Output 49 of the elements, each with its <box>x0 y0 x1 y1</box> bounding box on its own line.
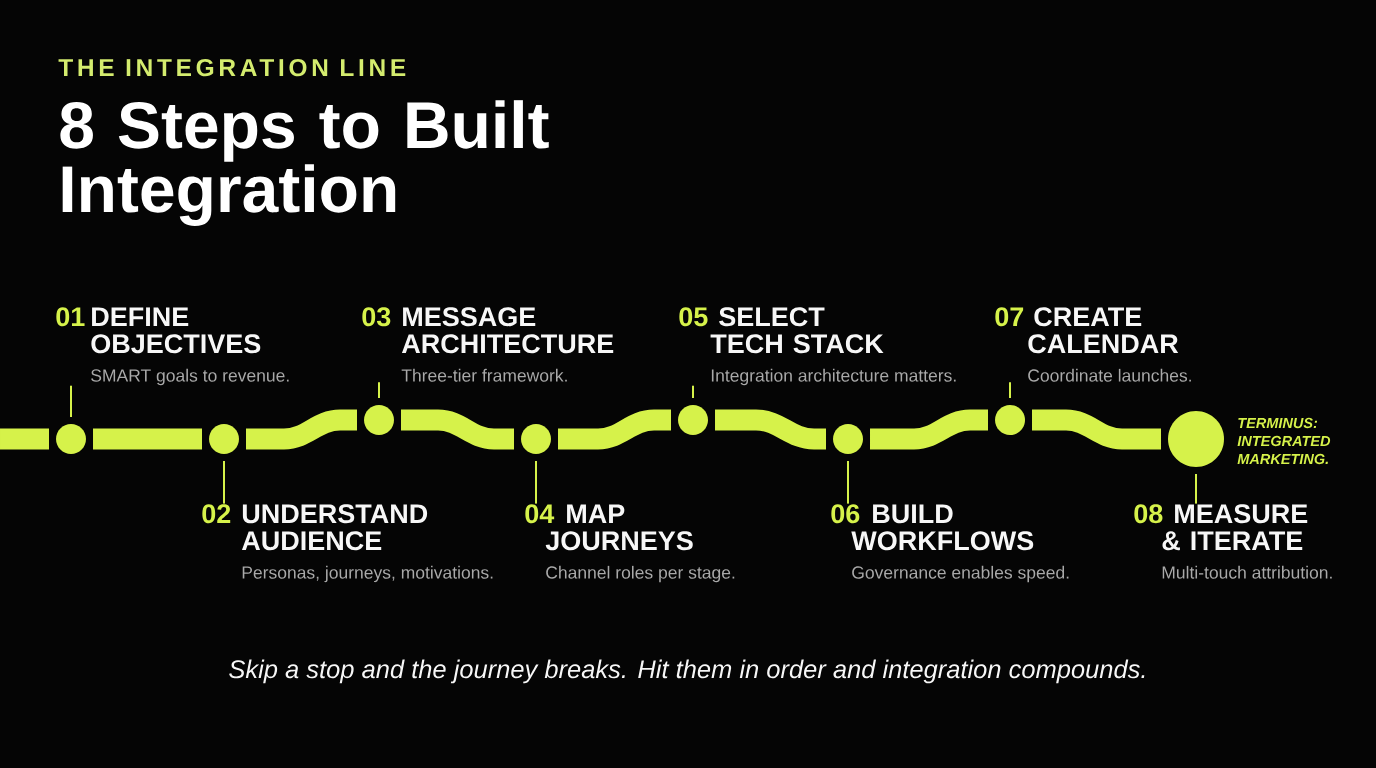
leader-line <box>1195 473 1197 505</box>
track-line <box>715 409 826 450</box>
step-title: DEFINE OBJECTIVES <box>91 307 261 354</box>
station-dot <box>678 405 708 435</box>
step-title: UNDERSTAND AUDIENCE <box>241 504 428 551</box>
step-number: 01 <box>56 307 85 327</box>
leader-line <box>1009 381 1011 399</box>
leader-line <box>535 460 537 505</box>
track-line <box>1032 409 1161 450</box>
step-number: 03 <box>362 307 391 327</box>
step-title: MEASURE & ITERATE <box>1162 504 1308 551</box>
step-description: Three-tier framework. <box>401 368 567 382</box>
station-dot <box>56 424 86 454</box>
step-description: Governance enables speed. <box>852 565 1069 583</box>
station-dot <box>364 405 394 435</box>
step-description: Personas, journeys, motivations. <box>242 565 493 583</box>
track-line <box>870 409 988 450</box>
leader-line <box>70 384 72 418</box>
caption: Skip a stop and the journey breaks. Hit them in order and integration compounds. <box>229 659 1145 684</box>
side-label: TERMINUS: INTEGRATED MARKETING. <box>1237 417 1331 465</box>
leader-line <box>692 384 694 399</box>
track-line <box>0 428 49 450</box>
step-number: 04 <box>525 504 555 524</box>
step-description: Integration architecture matters. <box>711 368 956 386</box>
step-description: SMART goals to revenue. <box>91 368 289 386</box>
leader-line <box>847 460 849 505</box>
step-description: Channel roles per stage. <box>546 565 735 583</box>
title: 8 Steps to Built Integration <box>60 100 549 226</box>
step-title: CREATE CALENDAR <box>1028 307 1179 354</box>
step-title: MESSAGE ARCHITECTURE <box>401 307 614 354</box>
step-description: Coordinate launches. <box>1028 368 1191 382</box>
station-dot <box>209 424 239 454</box>
track-line <box>401 409 514 450</box>
station-dot <box>521 424 551 454</box>
step-number: 02 <box>202 504 231 524</box>
step-number: 06 <box>831 504 860 524</box>
kicker-label: THE INTEGRATION LINE <box>58 58 406 77</box>
track-line <box>558 409 671 450</box>
step-number: 05 <box>679 307 708 327</box>
step-description: Multi-touch attribution. <box>1162 565 1332 579</box>
step-title: SELECT TECH STACK <box>710 307 884 354</box>
track-line <box>93 428 202 450</box>
track-line <box>246 409 357 450</box>
leader-line <box>378 381 380 399</box>
leader-line <box>223 460 225 505</box>
station-dot <box>833 424 863 454</box>
step-number: 07 <box>995 307 1024 327</box>
station-dot <box>995 405 1025 435</box>
step-number: 08 <box>1134 504 1163 524</box>
